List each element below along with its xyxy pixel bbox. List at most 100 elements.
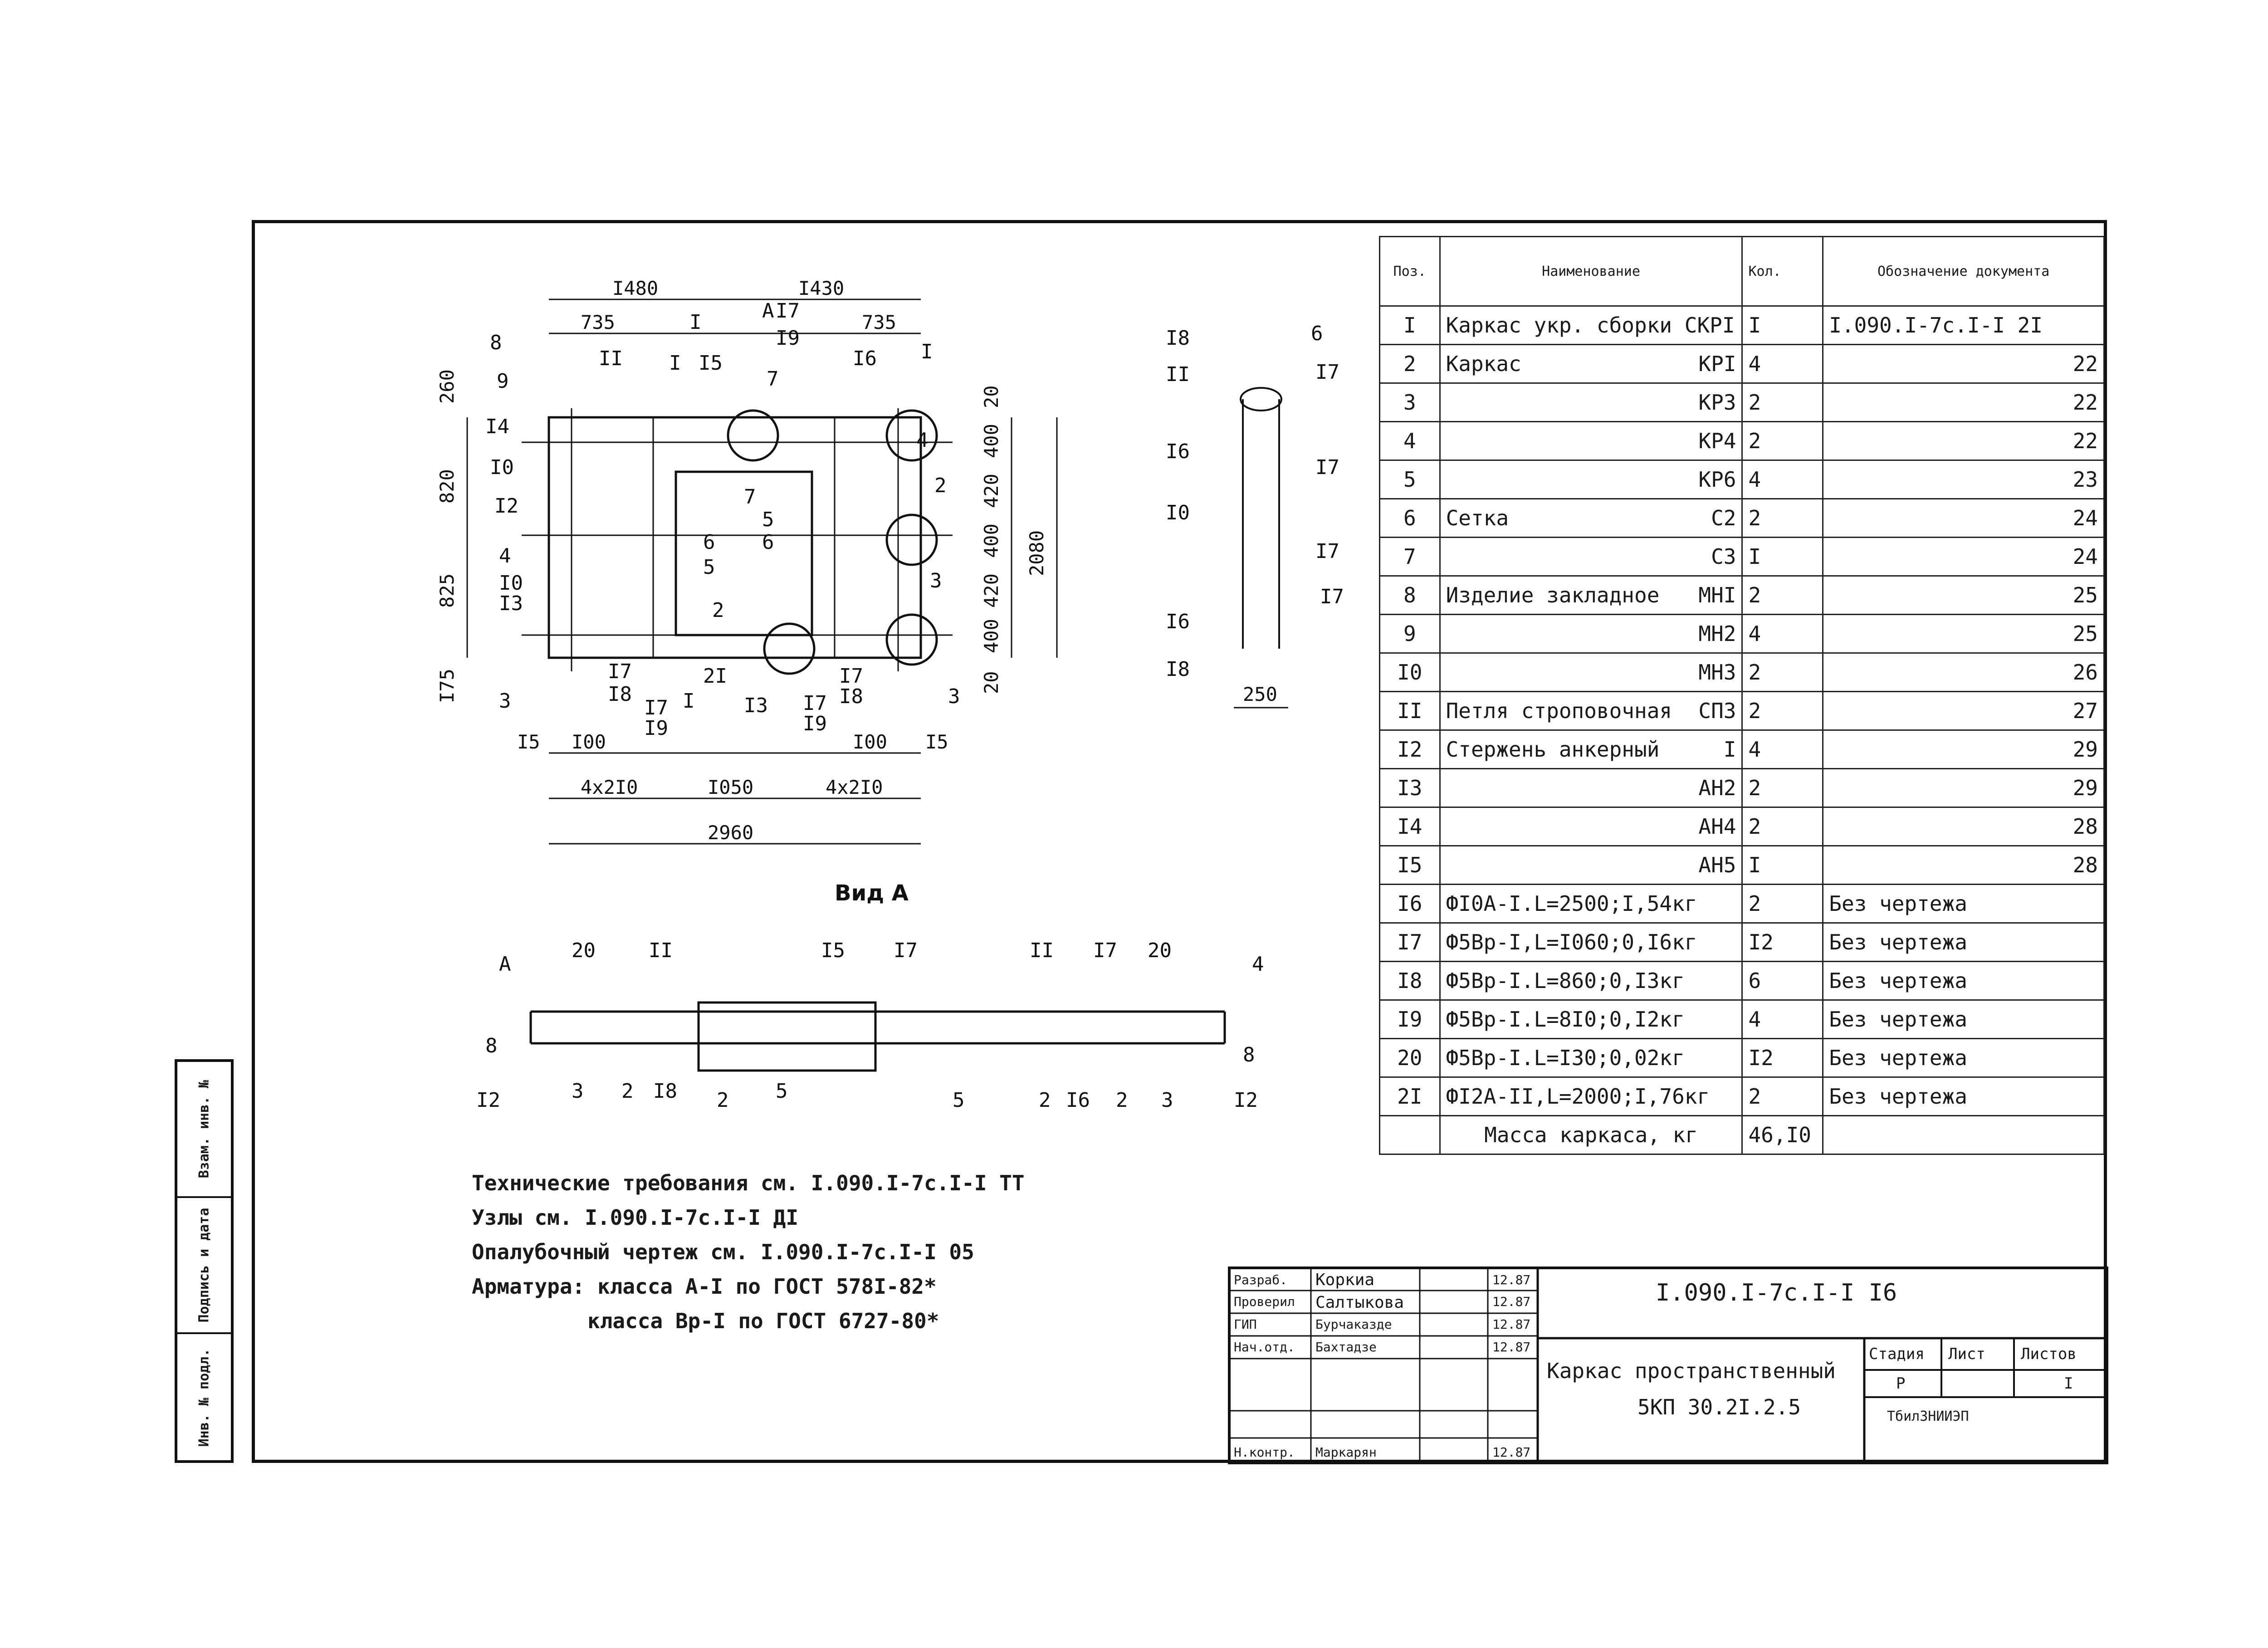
callout: I8 (1166, 327, 1190, 350)
name-wrap: МН3 (1446, 660, 1736, 685)
item-name: Ф5Вр-I.L=I30;0,02кг (1446, 1046, 1685, 1070)
name-wrap: МН2 (1446, 621, 1736, 646)
callout: I7 (1093, 939, 1117, 962)
cell-pos: I7 (1379, 922, 1441, 962)
callout: 3 (499, 690, 511, 713)
sign-date: 12.87 (1492, 1272, 1531, 1287)
item-name: Изделие закладное (1446, 583, 1660, 607)
cell-pos: 2I (1379, 1076, 1441, 1116)
sign-date: 12.87 (1492, 1445, 1531, 1460)
cell-pos: 8 (1379, 575, 1441, 615)
sidebar-cell-replace: Взам. инв. № (177, 1062, 231, 1198)
role-label: ГИП (1234, 1317, 1257, 1332)
stage-value: Р (1896, 1374, 1906, 1393)
callout: I0 (1166, 501, 1190, 524)
cell-doc: 25 (1822, 575, 2105, 615)
callout: I6 (1066, 1089, 1090, 1112)
cell-qty: I2 (1741, 922, 1824, 962)
sheets-label: Листов (2021, 1345, 2077, 1363)
note-line: Технические требования см. I.090.I-7с.I-… (472, 1171, 1025, 1195)
cell-pos: I6 (1379, 884, 1441, 924)
dim-label: 420 (980, 573, 1002, 608)
cell-pos: I (1379, 305, 1441, 345)
callout: 4 (1252, 953, 1264, 976)
dim-label: I430 (798, 277, 844, 299)
callout: 2I (703, 665, 727, 688)
view-a-title: Вид А (835, 880, 909, 906)
cell-pos: 9 (1379, 614, 1441, 654)
sign-date: 12.87 (1492, 1317, 1531, 1332)
technical-notes: Технические требования см. I.090.I-7с.I-… (472, 1166, 1025, 1338)
cell-name: КР6 (1439, 460, 1743, 499)
node-circle (727, 409, 779, 462)
callout: I2 (494, 494, 518, 518)
callout: II (1166, 363, 1190, 386)
callout: I (683, 690, 695, 713)
plan-view (466, 298, 1058, 845)
callout: 2 (1116, 1089, 1128, 1112)
cell-qty: 4 (1741, 614, 1824, 654)
callout: 5 (776, 1080, 788, 1103)
item-mark: МН2 (1698, 621, 1736, 646)
callout: 3 (572, 1080, 584, 1103)
item-name: Ф5Вр-I,L=I060;0,I6кг (1446, 930, 1697, 954)
callout: 2 (621, 1080, 634, 1103)
cell-doc: 27 (1822, 691, 2105, 731)
cell-pos: II (1379, 691, 1441, 731)
header-doc: Обозначение документа (1822, 236, 2105, 307)
cell-qty: 4 (1741, 999, 1824, 1039)
callout: I2 (476, 1089, 500, 1112)
name-wrap: Ф5Вр-I.L=8I0;0,I2кг (1446, 1007, 1736, 1032)
item-mark: С3 (1711, 544, 1736, 569)
item-name: Ф5Вр-I.L=860;0,I3кг (1446, 968, 1685, 993)
cell-qty: 2 (1741, 884, 1824, 924)
cell-pos: 20 (1379, 1038, 1441, 1078)
callout: I8 (1166, 658, 1190, 681)
person-name: Коркиа (1315, 1271, 1375, 1289)
cell-pos: I5 (1379, 845, 1441, 885)
callout: I7 (1315, 456, 1339, 479)
note-line: Арматура: класса А-I по ГОСТ 578I-82* (472, 1274, 937, 1299)
callout: I6 (853, 347, 877, 370)
section-mark: I (689, 311, 702, 334)
cell-qty: 2 (1741, 768, 1824, 808)
dim-label: I00 (853, 731, 887, 753)
name-wrap: АН4 (1446, 814, 1736, 839)
callout: I (669, 352, 681, 375)
item-mark: КР6 (1698, 467, 1736, 492)
cell-doc: 22 (1822, 421, 2105, 461)
callout: I7 (1320, 585, 1344, 608)
total-row: Масса каркаса, кг 46,I0 (1379, 1115, 2105, 1155)
document-code: I.090.I-7с.I-I I6 (1656, 1279, 1897, 1306)
cell-doc: 25 (1822, 614, 2105, 654)
cell-doc: Без чертежа (1822, 922, 2105, 962)
role-label: Н.контр. (1234, 1445, 1295, 1460)
name-wrap: Каркас укр. сборки СКРI (1446, 313, 1736, 337)
document-name: Каркас пространственный (1547, 1359, 1836, 1383)
item-name: Ф5Вр-I.L=8I0;0,I2кг (1446, 1007, 1685, 1032)
callout: 20 (1148, 939, 1172, 962)
cell-doc: 28 (1822, 845, 2105, 885)
cell-qty: 2 (1741, 652, 1824, 692)
callout: I7 (608, 660, 632, 683)
callout: I8 (608, 683, 632, 706)
callout: 5 (762, 508, 774, 531)
sign-date: 12.87 (1492, 1294, 1531, 1309)
cell-doc: 23 (1822, 460, 2105, 499)
note-line: Узлы см. I.090.I-7с.I-I ДI (472, 1205, 799, 1230)
cell-doc: Без чертежа (1822, 884, 2105, 924)
item-mark: I (1723, 737, 1736, 762)
callout: I6 (1166, 440, 1190, 463)
total-label: Масса каркаса, кг (1439, 1115, 1743, 1155)
cell-name: АН4 (1439, 807, 1743, 846)
